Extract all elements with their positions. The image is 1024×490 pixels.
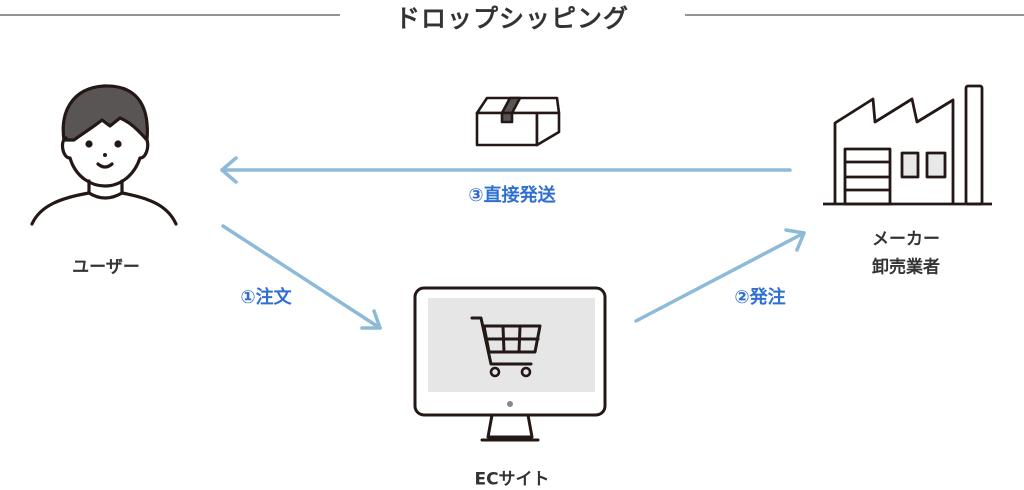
step-order-label: ①注文 — [240, 287, 292, 308]
cart-wheel-left — [489, 366, 501, 378]
step-place-order-label: ②発注 — [734, 287, 786, 308]
step-direct-ship-label: ③直接発送 — [468, 185, 556, 206]
arrow-direct-ship — [220, 156, 792, 184]
arrow-order — [221, 224, 382, 330]
maker-label: メーカー — [872, 229, 940, 250]
right-eye — [114, 140, 122, 148]
page-title: ドロップシッピング — [394, 4, 630, 33]
factory-icon — [823, 84, 992, 206]
wholesaler-label: 卸売業者 — [872, 257, 940, 278]
monitor-power-dot — [507, 401, 513, 407]
ec-site-label: ECサイト — [474, 469, 550, 490]
left-eye — [85, 140, 93, 148]
person-icon — [30, 84, 178, 226]
arrow-place-order — [634, 228, 806, 323]
cart-wheel-right — [520, 366, 532, 378]
nose — [103, 153, 107, 157]
box-icon — [475, 96, 561, 147]
user-label: ユーザー — [72, 257, 140, 278]
monitor-cart-icon — [413, 286, 607, 442]
